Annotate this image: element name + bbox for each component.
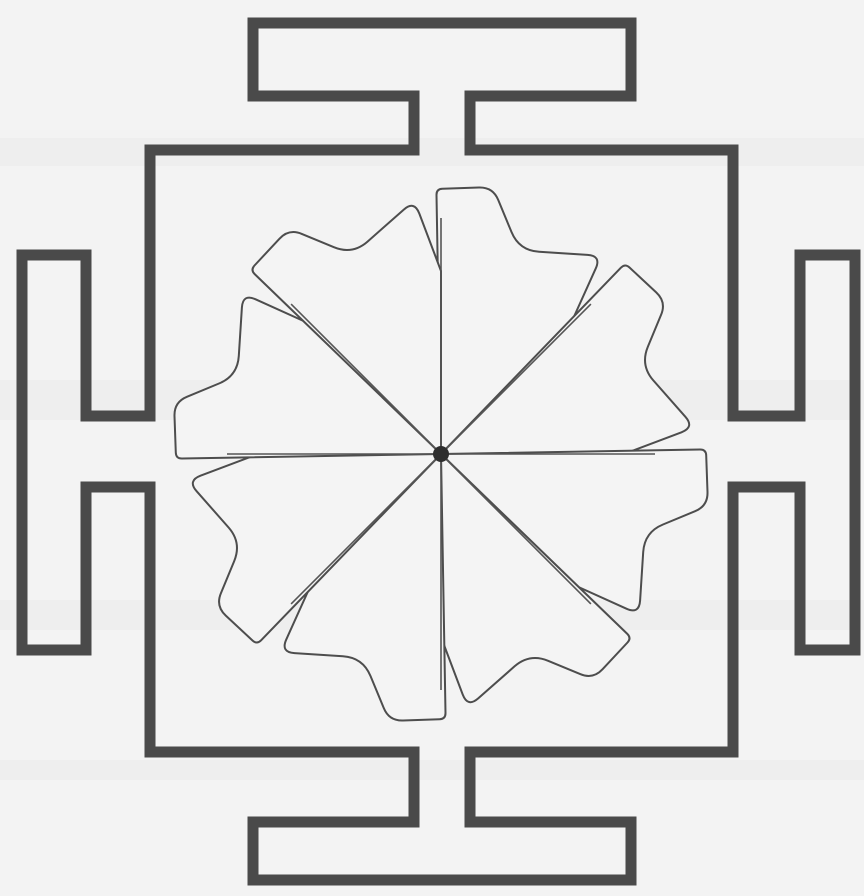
center-dot xyxy=(433,446,449,462)
